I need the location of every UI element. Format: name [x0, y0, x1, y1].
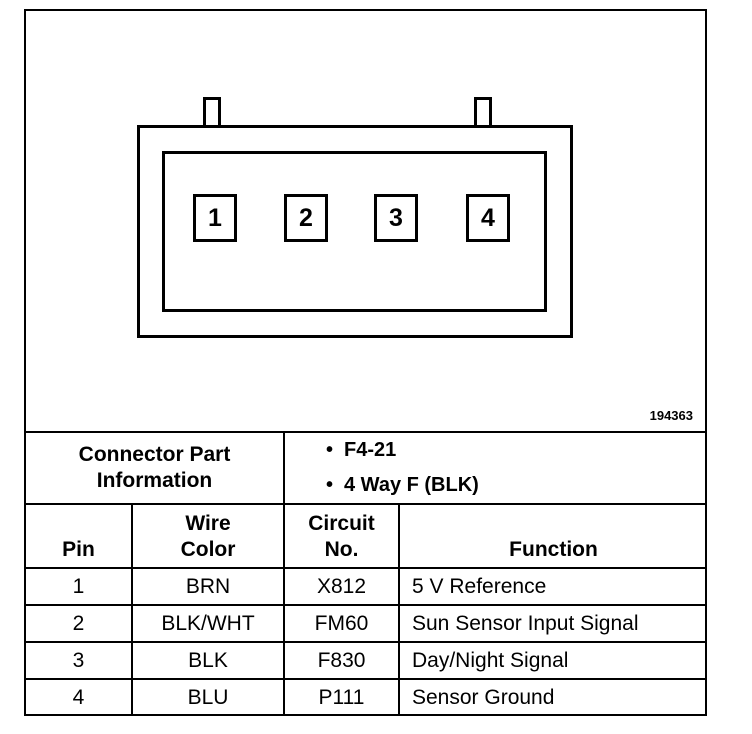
- cell-circuit: FM60: [314, 611, 369, 635]
- figure-number: 194363: [649, 408, 693, 423]
- table-column-divider: [131, 503, 133, 716]
- connector-pin-4: 4: [466, 194, 510, 242]
- table-row-divider: [24, 678, 707, 680]
- cell-circuit: P111: [318, 685, 365, 709]
- cell-wire-color: BRN: [185, 574, 231, 598]
- header-circuit-line2: No.: [324, 538, 359, 561]
- connector-cavity: [162, 151, 547, 312]
- table-row-divider: [24, 567, 707, 569]
- cell-pin: 2: [72, 611, 85, 635]
- cell-function: Day/Night Signal: [412, 648, 569, 672]
- cell-wire-color: BLU: [187, 685, 229, 709]
- header-circuit-line1: Circuit: [308, 512, 375, 535]
- cell-circuit: X812: [316, 574, 367, 598]
- table-row-divider: [24, 641, 707, 643]
- header-wire-color: Wire Color: [133, 506, 283, 568]
- part-info-label: Connector Part Information: [26, 433, 283, 503]
- cell-wire-color: BLK: [188, 648, 228, 672]
- cell-pin: 4: [72, 685, 85, 709]
- part-info-item: •F4-21: [326, 439, 397, 461]
- part-info-item: •4 Way F (BLK): [326, 474, 479, 496]
- header-function: Function: [509, 538, 598, 561]
- cell-function: 5 V Reference: [412, 574, 547, 598]
- table-row-divider: [24, 604, 707, 606]
- cell-pin: 1: [72, 574, 85, 598]
- connector-shell: [137, 125, 573, 338]
- cell-circuit: F830: [317, 648, 366, 672]
- header-pin: Pin: [62, 538, 95, 561]
- part-info-label-line2: Information: [96, 469, 213, 492]
- cell-function: Sensor Ground: [412, 685, 555, 709]
- connector-pin-2: 2: [284, 194, 328, 242]
- cell-function: Sun Sensor Input Signal: [412, 611, 639, 635]
- table-header-divider: [24, 503, 707, 505]
- connector-pin-1: 1: [193, 194, 237, 242]
- header-circuit-no: Circuit No.: [285, 506, 398, 568]
- table-column-divider: [398, 503, 400, 716]
- header-wire-color-line2: Color: [180, 538, 236, 561]
- connector-latch-right: [474, 97, 492, 126]
- connector-description: 4 Way F (BLK): [344, 474, 479, 496]
- cell-pin: 3: [72, 648, 85, 672]
- table-top-border: [24, 431, 707, 433]
- part-info-label-line1: Connector Part: [78, 443, 231, 466]
- cell-wire-color: BLK/WHT: [161, 611, 255, 635]
- connector-latch-left: [203, 97, 221, 126]
- header-wire-color-line1: Wire: [185, 512, 231, 535]
- table-column-divider: [283, 431, 285, 716]
- diagram-frame: [24, 9, 707, 716]
- connector-pin-3: 3: [374, 194, 418, 242]
- part-number: F4-21: [344, 439, 397, 461]
